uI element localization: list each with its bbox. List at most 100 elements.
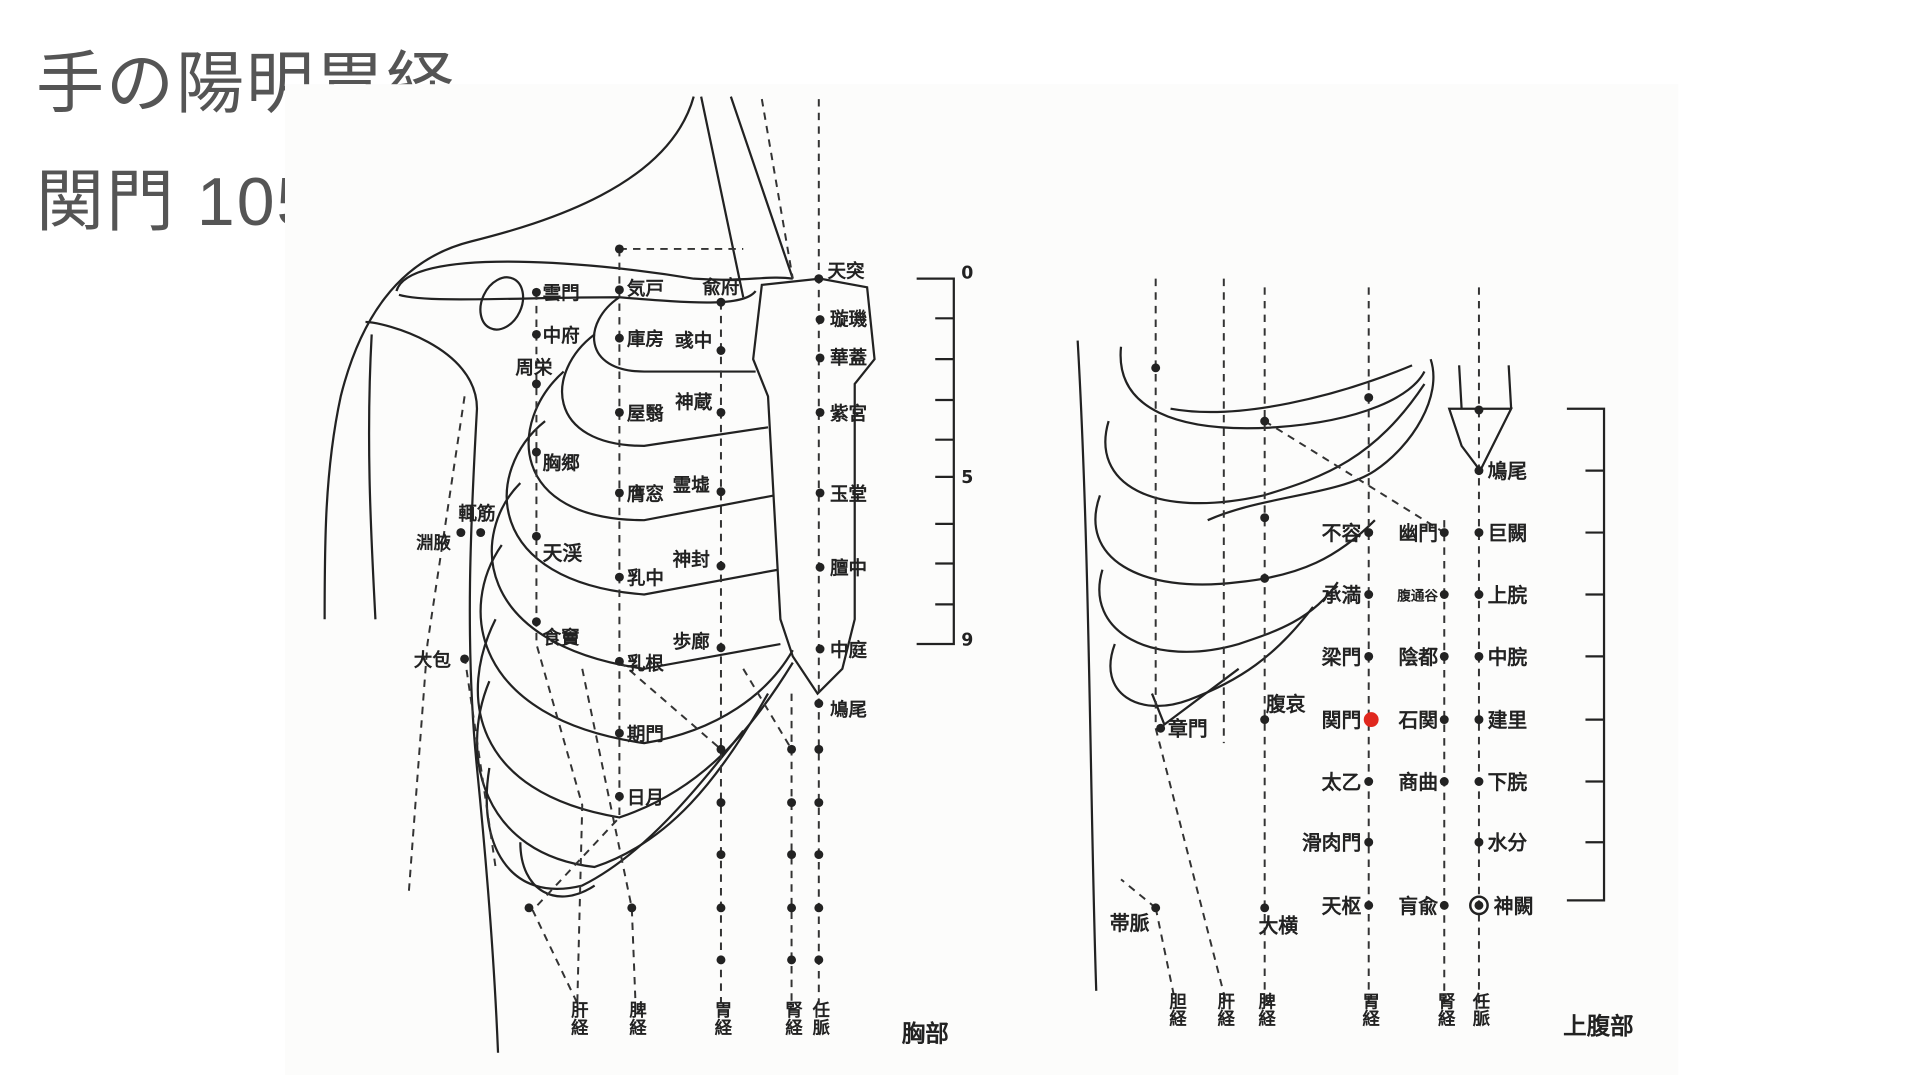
meridian-label: 脾経 [1255, 991, 1276, 1027]
acupoint-dot [716, 903, 726, 913]
acupoint-label: 天突 [827, 260, 865, 282]
acupoint-dot [1364, 900, 1374, 910]
acupoint-label: 華蓋 [830, 347, 868, 369]
acupoint-label: 期門 [627, 725, 664, 746]
shinketsu-ring [1469, 895, 1489, 916]
acupoint-dot [716, 561, 726, 571]
acupoint-dot [627, 903, 637, 913]
acupoint-label: 商曲 [1398, 771, 1438, 794]
acupoint-dot [716, 643, 726, 653]
acupoint-label: 帯脈 [1110, 912, 1150, 935]
acupoint-dot [531, 617, 541, 627]
kanmon-highlight-dot [1363, 712, 1379, 728]
acupoint-label: 肓兪 [1398, 895, 1438, 918]
acupoint-dot [1439, 715, 1449, 725]
acupoint-dot [787, 744, 797, 754]
acupoint-dot [1260, 513, 1270, 523]
meridian-label: 肝経 [567, 1001, 588, 1037]
acupoint-dot [814, 903, 824, 913]
acupoint-label: 気戸 [627, 278, 664, 300]
acupoint-dot [716, 850, 726, 860]
acupoint-dot [815, 644, 825, 654]
acupoint-dot [716, 798, 726, 808]
acupoint-label: 下脘 [1488, 771, 1528, 794]
acupoint-label: 彧中 [675, 330, 712, 352]
acupoint-label: 神闕 [1494, 895, 1534, 918]
acupoint-dot [1364, 651, 1374, 661]
acupoint-label: 天渓 [543, 542, 583, 565]
meridian-label: 胆経 [1166, 992, 1187, 1028]
acupoint-dot [1260, 573, 1270, 583]
acupoint-dot [1474, 777, 1484, 786]
scale-label: 9 [961, 630, 973, 650]
acupoint-dot [1260, 416, 1270, 426]
acupoint-dot [787, 903, 797, 913]
acupoint-dot [1364, 590, 1374, 599]
scale-label: 0 [961, 264, 973, 284]
acupoint-dot [1151, 363, 1161, 373]
acupoint-label: 梁門 [1321, 646, 1362, 669]
acupoint-label: 霊墟 [673, 476, 711, 497]
acupoint-dot [815, 315, 825, 324]
acupoint-label: 大横 [1258, 915, 1298, 938]
acupoint-label: 章門 [1168, 718, 1208, 741]
meridian-label: 腎経 [1434, 992, 1455, 1028]
acupoint-dot [1439, 651, 1449, 661]
meridian-label: 肝経 [1214, 992, 1235, 1028]
acupoint-dot [716, 744, 726, 754]
acupoint-dot [531, 329, 541, 339]
meridian-label: 任脈 [1469, 991, 1491, 1027]
meridian-label: 胃経 [711, 1001, 732, 1037]
meridian-label: 胃経 [1359, 992, 1380, 1028]
acupoint-label: 鳩尾 [830, 699, 867, 721]
acupoint-dot [476, 528, 486, 538]
acupoint-dot [1156, 723, 1166, 733]
acupoint-dot [815, 488, 825, 498]
acupoint-dot [614, 244, 624, 254]
acupoint-dot [1474, 715, 1484, 725]
meridian-label: 任脈 [809, 1000, 831, 1036]
acupoint-label: 乳中 [627, 568, 664, 590]
acupoint-label: 水分 [1488, 832, 1528, 855]
acupoint-label: 承満 [1322, 584, 1362, 607]
acupoint-dot [614, 572, 624, 582]
acupoint-dot [614, 407, 624, 417]
acupoint-dot [614, 285, 624, 295]
acupoint-label: 陰都 [1398, 646, 1438, 669]
acupoint-dot [456, 528, 466, 538]
acupoint-dot [1260, 715, 1270, 725]
acupoint-dot [1439, 900, 1449, 910]
acupoint-label: 璇璣 [830, 309, 868, 331]
acupoint-label: 神蔵 [675, 392, 713, 414]
acupoint-dot [614, 656, 624, 666]
acupoint-label: 関門 [1322, 709, 1362, 732]
section-label: 胸部 [902, 1020, 949, 1048]
acupoint-label: 中庭 [830, 639, 868, 661]
acupoint-dot [787, 850, 797, 860]
acupoint-dot [531, 287, 541, 297]
acupoint-dot [716, 487, 726, 497]
acupoint-dot [716, 346, 726, 355]
acupoint-dot [614, 333, 624, 343]
acupoint-label: 胸郷 [543, 452, 581, 474]
acupoint-label: 歩廊 [673, 631, 711, 653]
acupoint-dot [814, 274, 824, 284]
acupoint-label: 屋翳 [627, 404, 665, 425]
acupoint-label: 紫宮 [830, 403, 867, 425]
acupoint-label: 石関 [1397, 709, 1438, 732]
acupoint-dot [1439, 528, 1449, 538]
acupoint-label: 膻中 [829, 558, 867, 580]
point-title: 関門 105 [36, 164, 317, 240]
acupoint-dot [815, 353, 825, 363]
acupoint-label: 上脘 [1488, 584, 1528, 607]
scale-label: 5 [961, 468, 973, 488]
acupoint-dot [1364, 528, 1374, 538]
acupoint-dot [814, 798, 824, 808]
acupoint-label: 乳根 [627, 653, 665, 675]
acupoint-label: 腹哀 [1265, 693, 1306, 716]
acupoint-dot [1474, 405, 1484, 415]
acupoint-dot [531, 447, 541, 457]
acupoint-dot [787, 798, 797, 808]
acupoint-dot [814, 955, 824, 965]
acupoint-label: 輒筋 [458, 503, 495, 525]
